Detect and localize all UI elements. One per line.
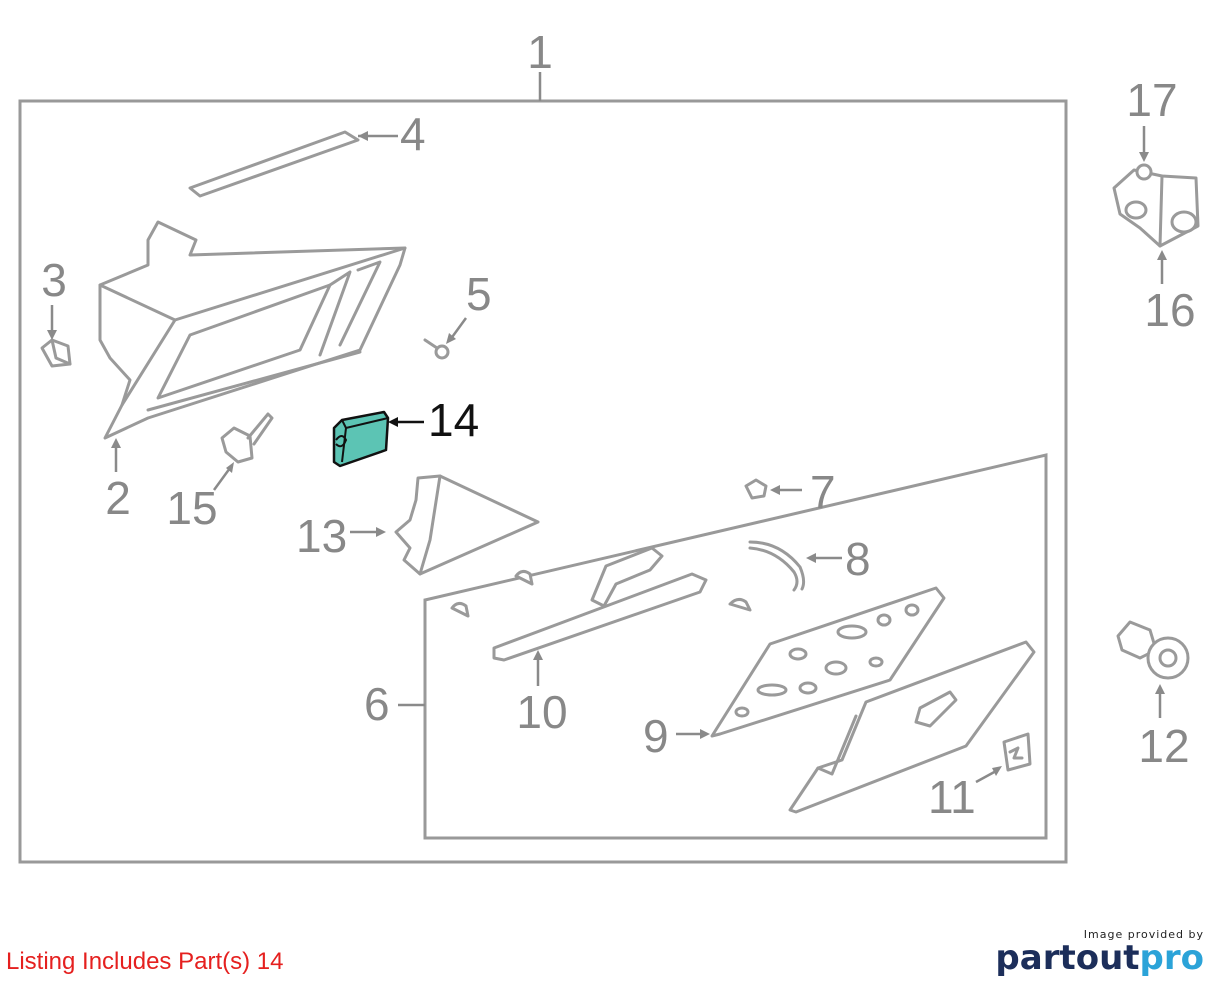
image-credit: Image provided by partoutpro [995, 928, 1204, 975]
part-7-nut [744, 478, 768, 500]
arrow-12 [1155, 684, 1165, 694]
assembly-box-1 [18, 99, 1068, 864]
small-clip-c [728, 597, 752, 612]
arrow-3 [47, 330, 57, 340]
callout-12: 12 [1138, 720, 1189, 772]
part-9-inner-panel [710, 586, 946, 738]
part-8-cable [748, 540, 806, 592]
arrow-13 [376, 527, 386, 537]
callout-3: 3 [41, 254, 67, 306]
callout-10: 10 [516, 686, 567, 738]
callout-2: 2 [105, 472, 131, 524]
part-11-latch [1002, 732, 1032, 772]
arrow-14 [388, 417, 398, 427]
arrow-16 [1157, 250, 1167, 260]
callout-14: 14 [428, 394, 479, 446]
brand-logo-part-a: partout [995, 938, 1140, 978]
arrow-9 [700, 729, 710, 739]
callout-13: 13 [296, 510, 347, 562]
part-15-pin [220, 412, 274, 464]
part-3-clip [40, 338, 72, 368]
callout-15: 15 [166, 482, 217, 534]
part-5-screw [423, 338, 450, 360]
callout-11: 11 [928, 771, 976, 823]
credit-small-text: Image provided by [1083, 928, 1204, 941]
arrow-15 [226, 462, 234, 473]
part-14-highlighted [332, 410, 390, 468]
small-clip-a [450, 601, 470, 618]
assembly-box-6 [423, 453, 1048, 840]
part-13-bracket [394, 474, 540, 576]
arrow-11 [992, 766, 1002, 776]
part-4-strip [188, 130, 360, 198]
leader-15 [212, 467, 232, 491]
glove-box-door [788, 640, 1036, 814]
part-2-glove-box [98, 220, 407, 440]
arrow-8 [806, 553, 816, 563]
brand-logo-part-b: pro [1139, 938, 1204, 978]
small-clip-b [514, 569, 534, 586]
arrow-7 [770, 485, 780, 495]
part-10-handle [492, 546, 708, 662]
callout-6: 6 [364, 678, 390, 730]
part-12-fastener [1116, 620, 1190, 680]
callout-4: 4 [400, 108, 426, 160]
arrow-2 [111, 438, 121, 448]
arrow-5 [446, 333, 456, 344]
callout-7: 7 [810, 466, 836, 518]
callout-1: 1 [527, 26, 553, 78]
callout-9: 9 [643, 710, 669, 762]
callout-8: 8 [845, 533, 871, 585]
callout-5: 5 [466, 268, 492, 320]
brand-logo: partoutpro [995, 941, 1204, 975]
arrow-4 [358, 131, 368, 141]
arrow-10 [533, 650, 543, 660]
callout-17: 17 [1126, 74, 1177, 126]
arrow-17 [1139, 152, 1149, 162]
callout-16: 16 [1144, 284, 1195, 336]
part-16-17-assembly [1112, 163, 1200, 248]
listing-note: Listing Includes Part(s) 14 [6, 948, 284, 975]
